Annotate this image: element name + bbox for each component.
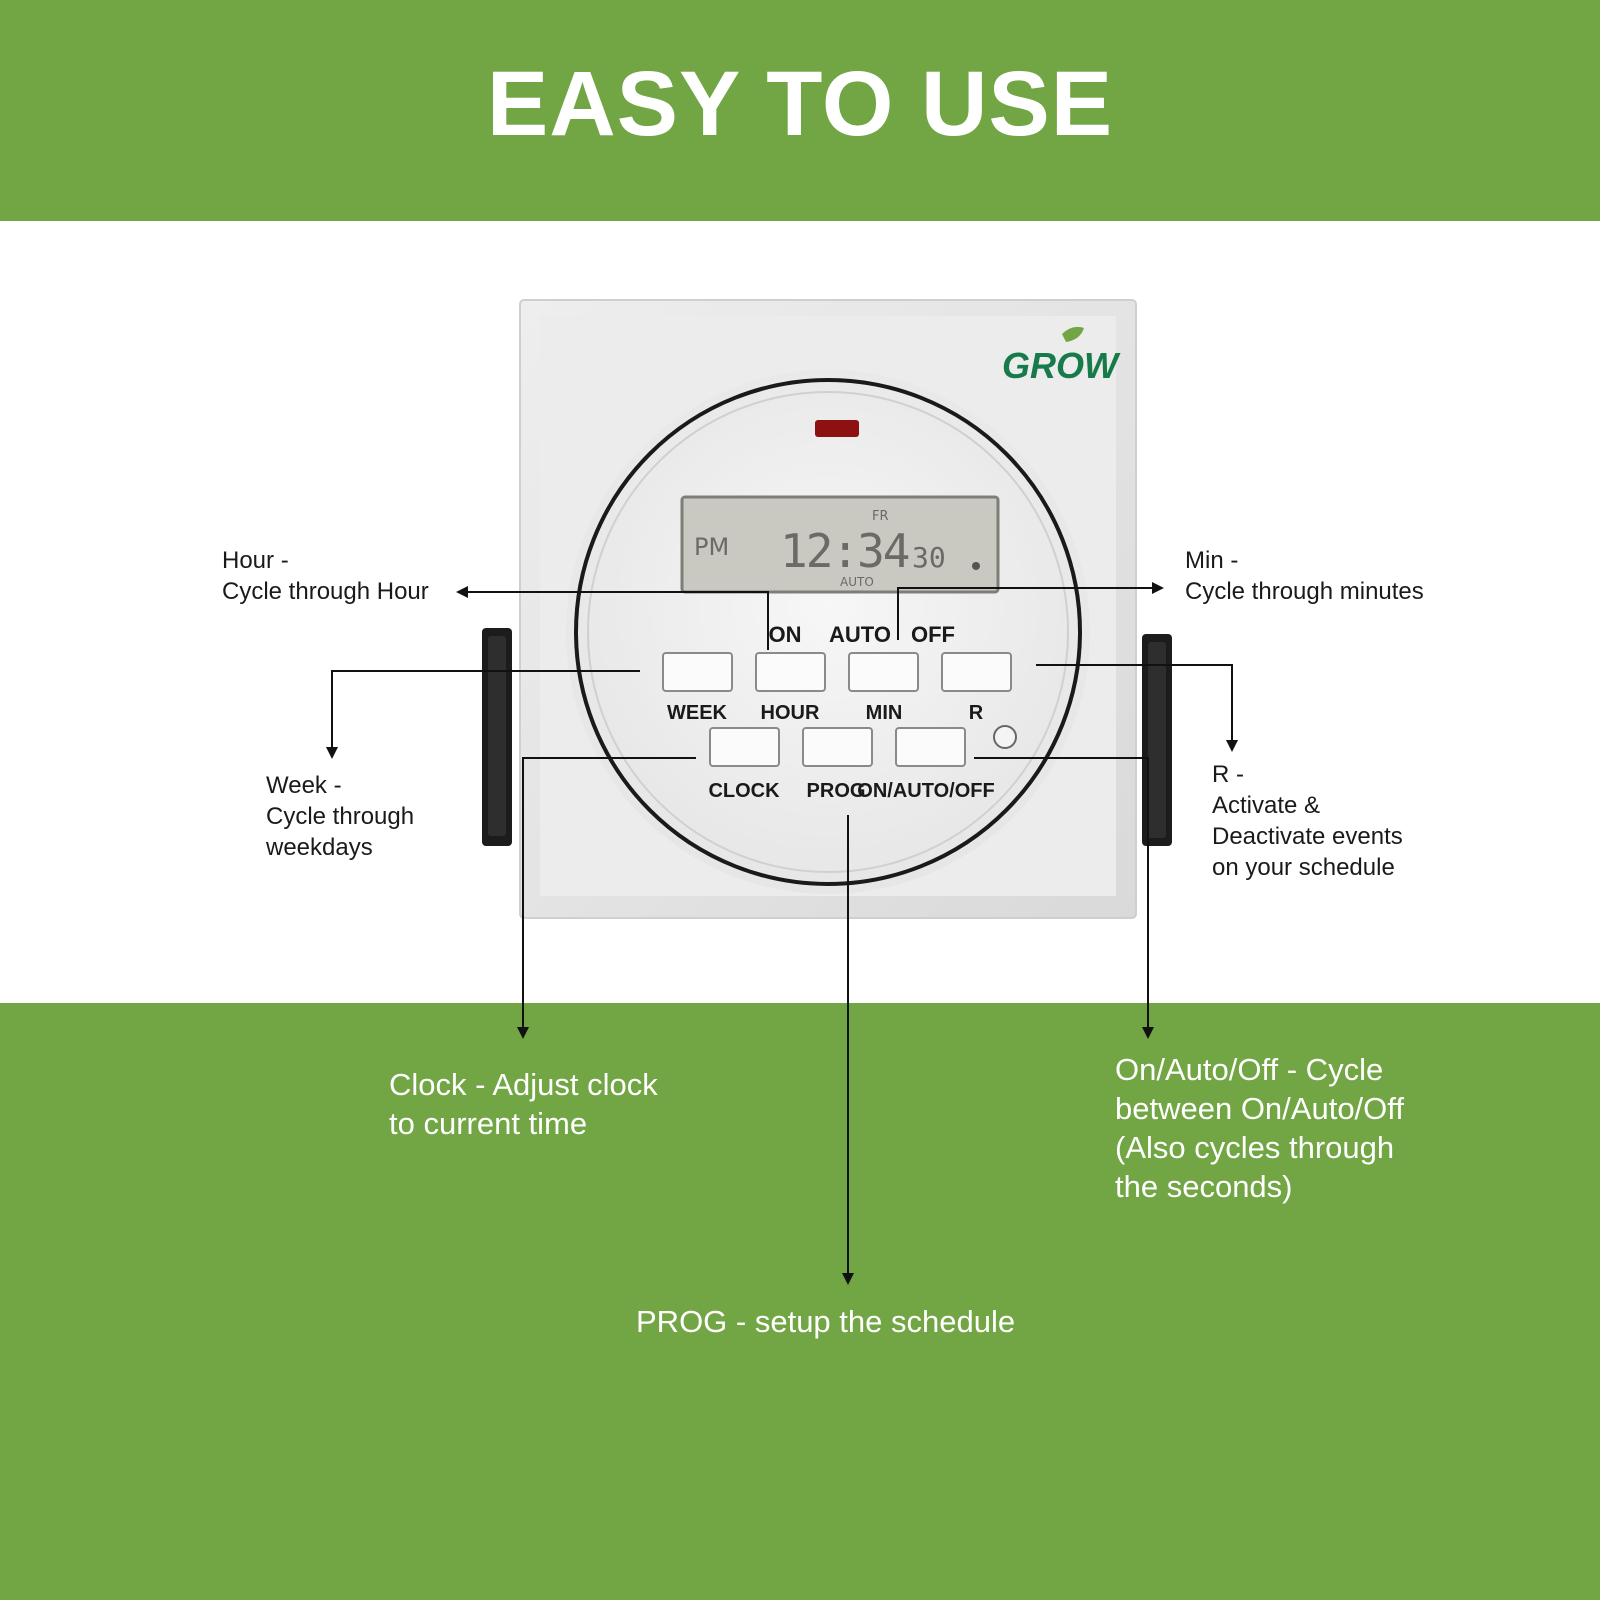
lcd-time: 12:34: [780, 524, 909, 578]
min-arrow: [897, 582, 1164, 640]
dial-ring: [574, 378, 1082, 886]
r-callout: R - Activate & Deactivate events on your…: [1212, 761, 1403, 881]
hour-button[interactable]: [755, 652, 826, 692]
hour-callout: Hour - Cycle through Hour: [222, 547, 429, 605]
lcd-mode: AUTO: [840, 575, 874, 589]
min-callout: Min - Cycle through minutes: [1185, 547, 1424, 605]
timer-face: [566, 370, 1090, 894]
lcd-display: FR PM 12:34 30 AUTO: [680, 495, 1000, 594]
indicator-led: [815, 420, 859, 437]
r-arrow: [1036, 664, 1238, 752]
hour-arrow: [456, 586, 769, 650]
week-button-label: WEEK: [667, 702, 728, 724]
hour-button-label: HOUR: [761, 702, 820, 724]
right-plug: [1142, 634, 1172, 846]
onautooff-button-label: ON/AUTO/OFF: [857, 780, 994, 802]
lcd-seconds: 30: [912, 541, 946, 574]
logo-text: GROW: [1002, 345, 1121, 386]
r-button[interactable]: [941, 652, 1012, 692]
week-callout: Week - Cycle through weekdays: [266, 772, 415, 861]
onautooff-button[interactable]: [895, 727, 966, 767]
button-row-1: [662, 652, 1012, 692]
lcd-ampm: PM: [694, 533, 729, 561]
week-arrow: [326, 670, 640, 759]
onautooff-callout: On/Auto/Off - Cycle between On/Auto/Off …: [1115, 1052, 1404, 1204]
prog-button[interactable]: [802, 727, 873, 767]
button-row-2: [709, 727, 966, 767]
week-button[interactable]: [662, 652, 733, 692]
clock-arrow: [517, 757, 696, 1039]
clock-callout: Clock - Adjust clock to current time: [389, 1067, 658, 1141]
lcd-day: FR: [872, 509, 889, 524]
prog-button-label: PROG: [807, 780, 866, 802]
label-on: ON: [769, 622, 802, 647]
clock-button[interactable]: [709, 727, 780, 767]
prog-callout: PROG - setup the schedule: [636, 1304, 1016, 1339]
label-auto: AUTO: [829, 622, 891, 647]
page-title: EASY TO USE: [486, 53, 1114, 155]
onautooff-arrow: [974, 757, 1154, 1039]
min-button[interactable]: [848, 652, 919, 692]
header-band: [0, 0, 1600, 221]
clock-button-label: CLOCK: [708, 780, 780, 802]
reset-hole[interactable]: [993, 725, 1017, 749]
grow-logo: GROW: [1002, 326, 1121, 386]
min-button-label: MIN: [866, 702, 903, 724]
label-off: OFF: [911, 622, 955, 647]
r-button-label: R: [969, 702, 984, 724]
footer-band: [0, 1003, 1600, 1600]
left-plug: [482, 628, 512, 846]
